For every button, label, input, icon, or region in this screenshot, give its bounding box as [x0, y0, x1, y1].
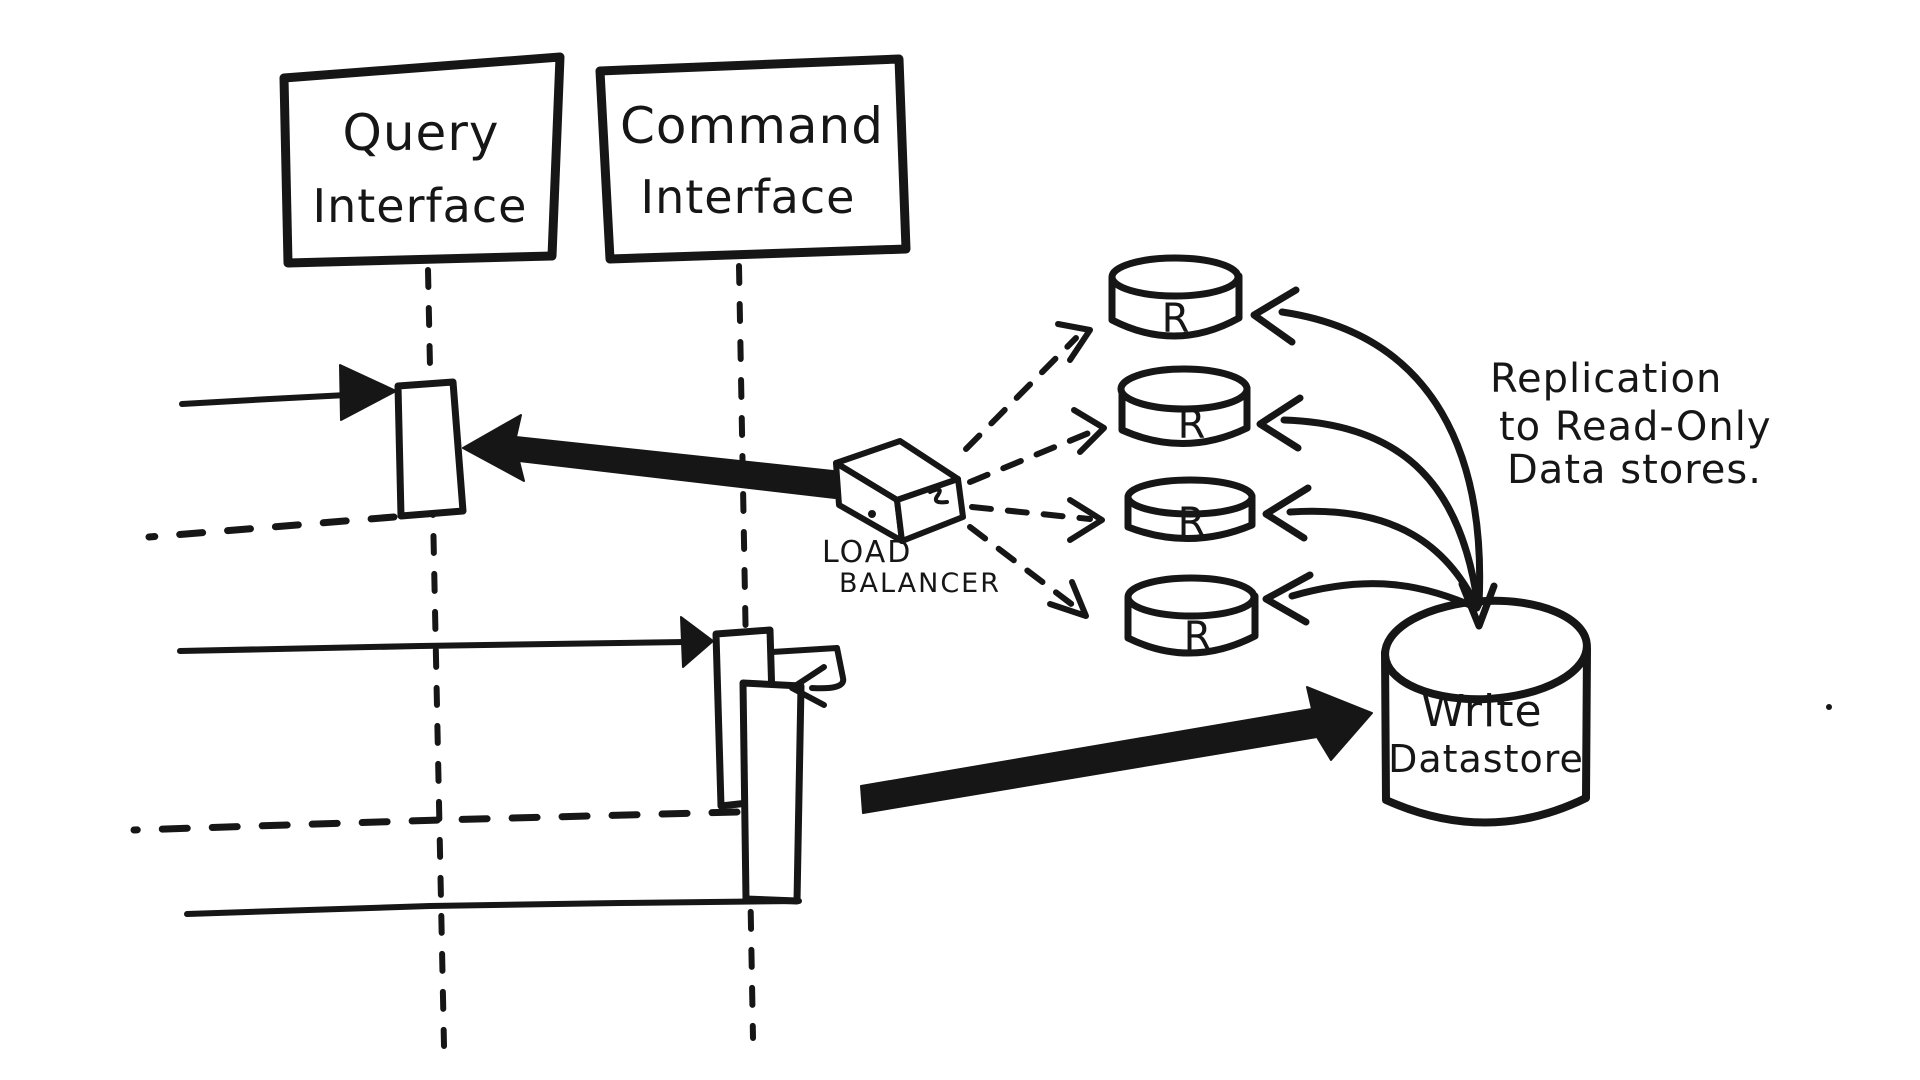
arrowhead-icon	[1256, 394, 1304, 452]
query-message-arrow	[179, 364, 397, 421]
self-call-arrowhead-icon	[789, 664, 827, 708]
load-balancer-label-line1: LOAD	[822, 535, 912, 570]
query-interface-node: Query Interface	[279, 52, 565, 268]
load-balancer-node: LOAD BALANCER	[822, 438, 1001, 599]
query-interface-label-line1: Query	[343, 104, 500, 162]
dashed-line	[969, 504, 1093, 522]
curve	[1278, 308, 1484, 608]
query-interface-label-line2: Interface	[313, 179, 528, 233]
command-message-arrowhead-icon	[680, 616, 714, 668]
command-interface-box	[595, 54, 911, 264]
cylinder-top	[1108, 254, 1242, 300]
bottom-message-line	[184, 898, 802, 917]
dashed-arrow-to-read-store-2	[967, 407, 1107, 485]
arrowhead-icon	[1071, 407, 1107, 455]
command-to-write-datastore-thick-arrow	[860, 686, 1373, 814]
command-interface-label-line1: Command	[620, 97, 884, 155]
read-datastore-1: R	[1108, 254, 1243, 342]
replication-arrow-2	[1256, 394, 1482, 610]
cylinder-top	[1117, 365, 1251, 413]
arrowhead-icon	[1250, 286, 1300, 346]
self-call-line	[769, 645, 847, 692]
query-interface-box	[279, 52, 565, 268]
dashed-arrow-to-read-store-4	[967, 524, 1089, 619]
stray-ink-dot	[1826, 704, 1832, 710]
replication-note: Replication to Read-Only Data stores.	[1490, 356, 1772, 493]
write-datastore-label-line1: Write	[1421, 686, 1542, 737]
arrowhead-icon	[1262, 484, 1312, 542]
replication-arrow-4	[1262, 571, 1481, 626]
replication-note-line3: Data stores.	[1507, 447, 1762, 493]
cylinder-top	[1124, 476, 1256, 518]
query-message-arrowhead-icon	[339, 364, 397, 421]
read-datastore-label: R	[1178, 402, 1207, 448]
command-return-dashed-arrow	[130, 808, 741, 834]
read-datastore-4: R	[1124, 574, 1259, 660]
read-datastore-label: R	[1178, 500, 1207, 546]
command-activation-bar-nested	[739, 679, 805, 905]
cylinder-top	[1381, 596, 1591, 704]
load-balancer-label-line2: BALANCER	[839, 568, 1001, 599]
load-balancer-port-squiggle	[928, 487, 949, 505]
replication-arrow-1	[1250, 286, 1484, 608]
dashed-line	[963, 335, 1079, 452]
command-message-arrow	[177, 616, 714, 668]
dashed-arrow-to-read-store-3	[969, 497, 1105, 543]
read-datastore-label: R	[1184, 614, 1213, 660]
load-balancer-led-dot	[868, 510, 876, 518]
cylinder-top	[1124, 574, 1258, 620]
curve	[1280, 416, 1482, 610]
curve	[1288, 580, 1481, 612]
read-datastore-label: R	[1162, 296, 1191, 342]
command-message-line	[177, 639, 687, 654]
command-interface-node: Command Interface	[595, 54, 911, 264]
replication-note-line1: Replication	[1490, 356, 1722, 402]
command-self-call-arrow	[769, 645, 847, 708]
query-activation-bar	[394, 378, 467, 520]
query-message-line	[179, 392, 350, 407]
load-balancer-to-query-thick-arrow	[462, 414, 836, 499]
dashed-line	[967, 524, 1077, 609]
dashed-line	[967, 427, 1099, 485]
write-datastore-label-line2: Datastore	[1388, 737, 1584, 781]
arrowhead-icon	[1262, 571, 1314, 626]
arrowhead-icon	[1067, 497, 1105, 543]
read-datastore-2: R	[1117, 365, 1251, 448]
read-datastore-3: R	[1124, 476, 1256, 546]
write-datastore-node: Write Datastore	[1381, 596, 1591, 827]
replication-origin-arrowhead-icon	[1458, 580, 1498, 630]
dashed-arrow-to-read-store-1	[963, 321, 1093, 452]
load-balancer-front-face	[894, 476, 966, 544]
command-interface-label-line2: Interface	[641, 170, 856, 224]
arrowhead-icon	[1047, 579, 1089, 619]
query-return-dashed-arrow	[145, 513, 398, 541]
replication-note-line2: to Read-Only	[1499, 404, 1772, 450]
arrowhead-icon	[1055, 321, 1093, 363]
